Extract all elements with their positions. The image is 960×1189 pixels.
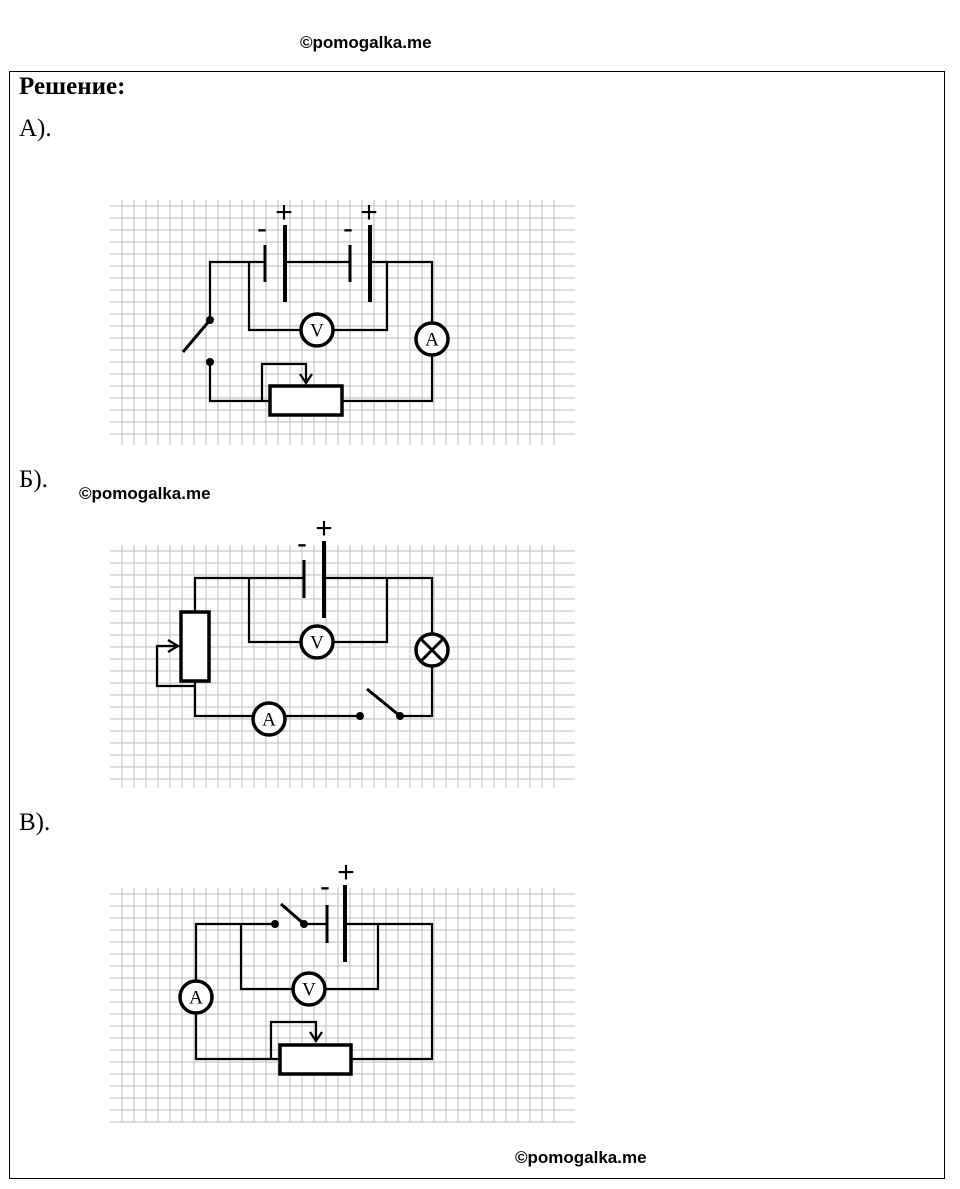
battery-cell-icon: - + bbox=[320, 856, 355, 962]
switch-icon bbox=[271, 902, 308, 928]
voltmeter-icon: V bbox=[291, 971, 327, 1007]
rheostat-icon bbox=[260, 362, 344, 417]
battery-cell-icon: - + bbox=[257, 196, 293, 302]
svg-text:V: V bbox=[310, 633, 324, 654]
grid-paper-c bbox=[110, 888, 575, 1123]
ammeter-icon: A bbox=[251, 701, 287, 737]
svg-text:A: A bbox=[262, 710, 276, 731]
battery-cell-icon: - + bbox=[343, 196, 378, 302]
wire bbox=[194, 1013, 280, 1061]
watermark-top: ©pomogalka.me bbox=[300, 33, 432, 52]
svg-text:V: V bbox=[310, 321, 324, 342]
wire bbox=[247, 578, 301, 644]
ammeter-icon: A bbox=[178, 979, 214, 1015]
lamp-icon bbox=[414, 632, 450, 668]
watermark-bottom: ©pomogalka.me bbox=[515, 1148, 647, 1167]
wire bbox=[325, 924, 380, 991]
svg-text:+: + bbox=[360, 196, 378, 229]
voltmeter-icon: V bbox=[299, 312, 335, 348]
wire bbox=[372, 260, 434, 323]
wire bbox=[239, 924, 293, 991]
grid-paper-b bbox=[110, 545, 575, 788]
svg-text:-: - bbox=[257, 212, 267, 245]
svg-text:-: - bbox=[320, 870, 330, 903]
rheostat-icon bbox=[155, 610, 211, 688]
watermark-middle: ©pomogalka.me bbox=[79, 484, 211, 503]
solution-heading: Решение: bbox=[19, 73, 126, 100]
svg-text:V: V bbox=[302, 980, 316, 1001]
switch-icon bbox=[356, 687, 404, 720]
wire bbox=[345, 922, 434, 1061]
part-a-label: А). bbox=[19, 115, 52, 142]
wire bbox=[193, 576, 304, 612]
wire bbox=[333, 262, 389, 332]
svg-text:+: + bbox=[315, 512, 333, 545]
grid-paper-a bbox=[110, 200, 575, 445]
svg-text:-: - bbox=[343, 212, 353, 245]
wire bbox=[247, 262, 301, 332]
switch-icon bbox=[181, 316, 214, 366]
battery-cell-icon: - + bbox=[297, 512, 333, 618]
svg-text:A: A bbox=[425, 330, 439, 351]
wire bbox=[194, 922, 275, 981]
wire bbox=[333, 578, 389, 644]
part-c-label: В). bbox=[19, 809, 51, 836]
wire bbox=[208, 260, 265, 320]
voltmeter-icon: V bbox=[299, 624, 335, 660]
svg-text:+: + bbox=[275, 196, 293, 229]
part-b-label: Б). bbox=[19, 466, 48, 493]
svg-text:+: + bbox=[337, 856, 355, 889]
wire bbox=[400, 666, 434, 718]
ammeter-icon: A bbox=[414, 321, 450, 357]
rheostat-icon bbox=[269, 1020, 353, 1076]
wire bbox=[324, 576, 434, 634]
wire bbox=[193, 681, 253, 718]
wire bbox=[208, 362, 270, 403]
svg-text:-: - bbox=[297, 527, 307, 560]
solution-frame bbox=[9, 71, 945, 1179]
svg-text:A: A bbox=[189, 988, 203, 1009]
wire bbox=[342, 355, 434, 403]
